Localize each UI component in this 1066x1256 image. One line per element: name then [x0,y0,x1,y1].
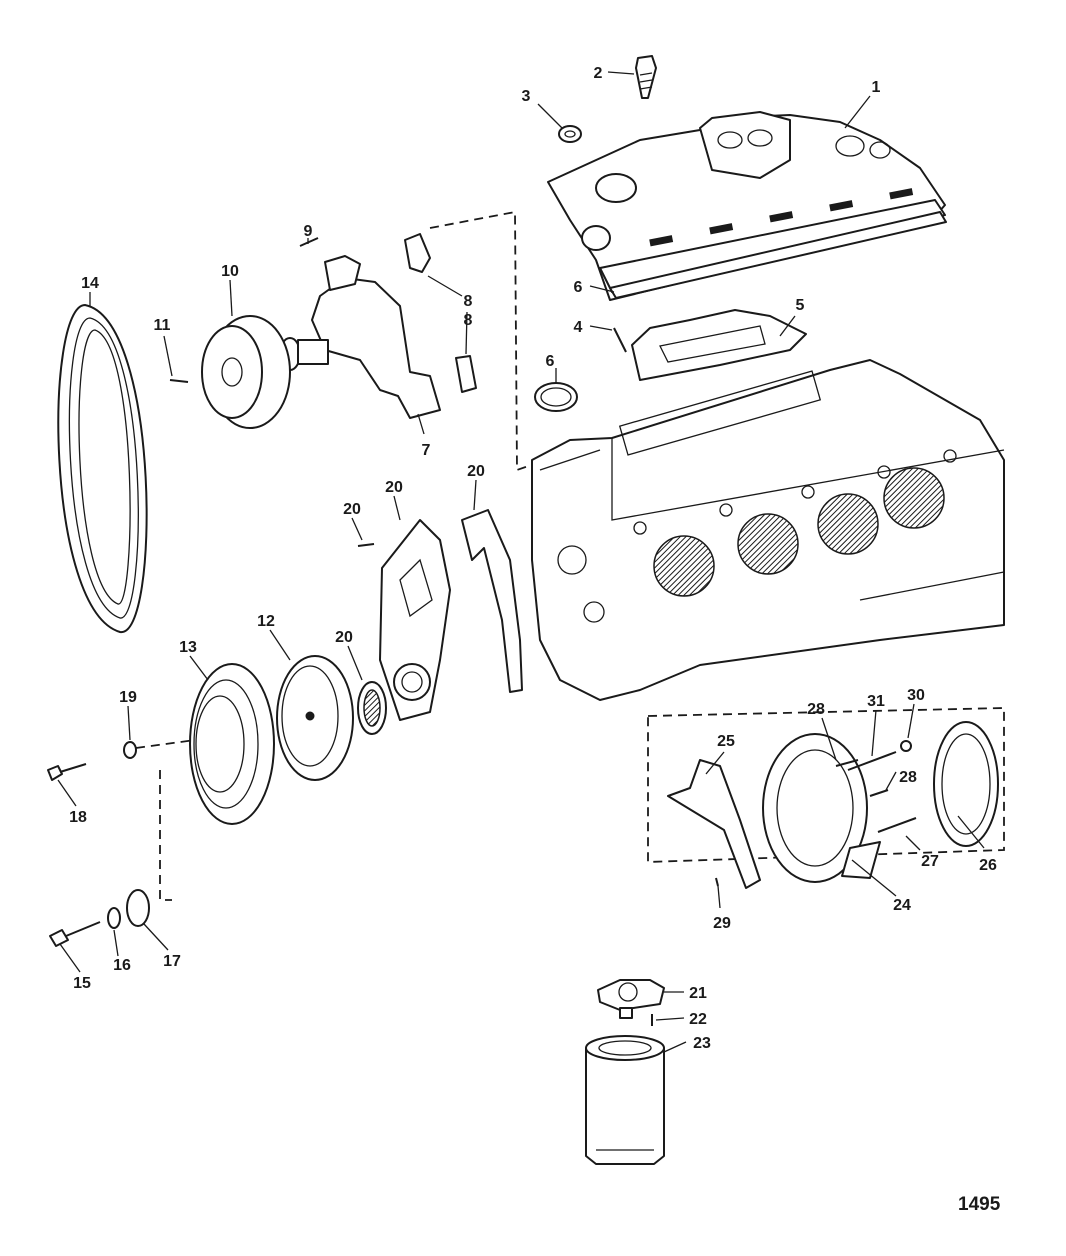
oil-filter [585,1035,665,1165]
callout-12: 12 [257,613,275,630]
valley-cover [631,309,807,381]
figure-number: 1495 [958,1194,1001,1215]
callout-22: 22 [689,1011,707,1028]
callout-25: 25 [717,733,735,750]
callout-13: 13 [179,639,197,656]
callout-9: 9 [304,223,313,240]
manifold-gasket [609,211,947,299]
stud-bolt [635,55,657,99]
water-pump [279,255,441,419]
timing-cover-gasket [461,509,523,693]
drive-belt [57,304,148,634]
water-pump-pulley [201,315,291,429]
callout-20-bolt: 20 [343,501,361,518]
callout-26: 26 [979,857,997,874]
intake-manifold [547,111,946,301]
callout-28-lower: 28 [899,769,917,786]
callout-labels: 1 2 3 4 5 6 6 7 8 8 9 10 11 12 13 14 15 … [69,65,997,1052]
o-ring-seal [534,382,578,412]
callout-18: 18 [69,809,87,826]
callout-20-gasket: 20 [467,463,485,480]
harmonic-balancer [276,655,354,781]
rear-housing-bolts [715,740,917,887]
timing-cover-bolt [357,543,375,547]
callout-23: 23 [693,1035,711,1052]
callout-3: 3 [522,88,531,105]
balancer-bolt [47,763,87,781]
callout-4: 4 [574,319,583,336]
callout-14: 14 [81,275,99,292]
callout-1: 1 [872,79,881,96]
callout-7: 7 [422,442,431,459]
crank-seal [357,681,387,735]
callout-6-lower: 6 [546,353,555,370]
pump-gasket-upper [404,233,431,273]
callout-6-upper: 6 [574,279,583,296]
callout-17: 17 [163,953,181,970]
small-bolt [613,327,627,353]
callout-10: 10 [221,263,239,280]
pump-bolt [299,237,319,247]
callout-15: 15 [73,975,91,992]
callout-21: 21 [689,985,707,1002]
callout-11: 11 [154,317,171,334]
pulley-bolt [169,379,189,383]
timing-cover [379,519,451,721]
oil-filter-adapter [597,979,665,1019]
callout-24: 24 [893,897,911,914]
callout-28-upper: 28 [807,701,825,718]
callout-8-upper: 8 [464,293,473,310]
crankshaft-pulley [189,663,275,825]
rear-seal-housing [762,733,881,883]
callout-2: 2 [594,65,603,82]
small-washer [123,741,137,759]
engine-block [531,359,1005,701]
hex-nut [558,125,582,143]
callout-30: 30 [907,687,925,704]
callout-20-seal: 20 [335,629,353,646]
flat-washer [126,889,150,927]
callout-8-lower: 8 [464,312,473,329]
rear-main-seal [933,721,999,847]
callout-19: 19 [119,689,137,706]
callout-27: 27 [921,853,939,870]
lock-washer [107,907,121,929]
pump-gasket-lower [455,355,477,393]
leader-lines [57,71,985,1053]
callout-16: 16 [113,957,131,974]
rear-seal-gasket [667,759,761,889]
callout-29: 29 [713,915,731,932]
pulley-bolt-long [49,921,101,947]
callout-31: 31 [867,693,885,710]
callout-20-cover: 20 [385,479,403,496]
callout-5: 5 [796,297,805,314]
